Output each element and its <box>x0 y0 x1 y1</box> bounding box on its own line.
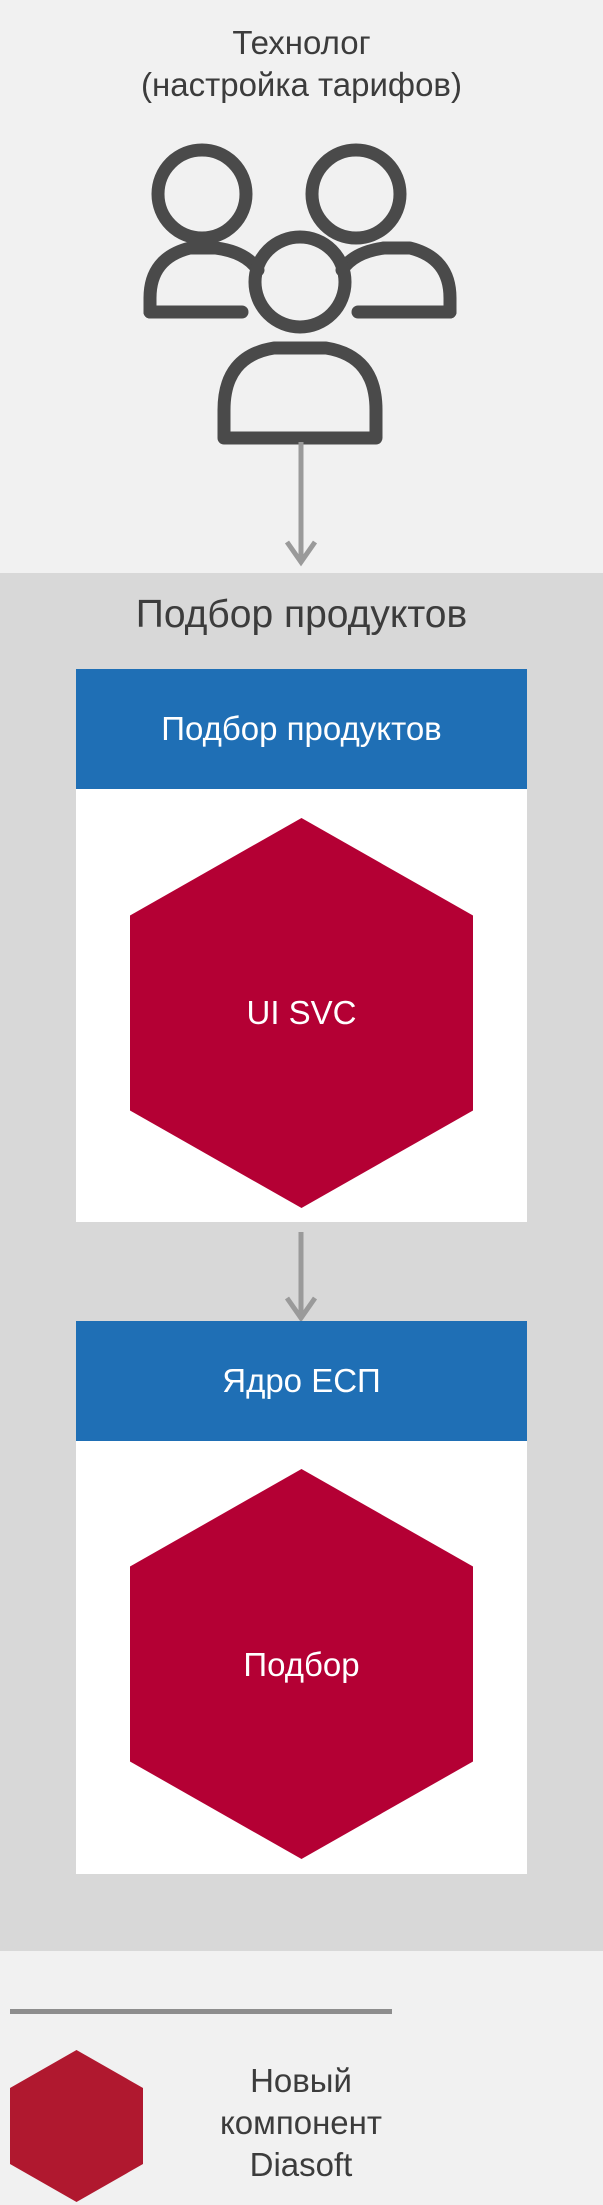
legend-label-line3: Diasoft <box>249 2146 353 2183</box>
hexagon-icon <box>130 818 473 1208</box>
component-header-2: Ядро ЕСП <box>76 1321 527 1441</box>
hexagon-label-1: UI SVC <box>246 994 357 1031</box>
legend-divider <box>10 2009 392 2014</box>
hexagon-icon <box>130 1469 473 1859</box>
legend-label-line2: компонент <box>220 2104 382 2141</box>
users-group-icon <box>143 143 457 445</box>
legend-label-line1: Новый <box>250 2062 352 2099</box>
actor-label: Технолог (настройка тарифов) <box>0 22 603 106</box>
component-header-1: Подбор продуктов <box>76 669 527 789</box>
container-title: Подбор продуктов <box>135 593 468 636</box>
arrow-actor-to-container <box>284 442 318 567</box>
legend-label: Новый компонент Diasoft <box>160 2060 442 2186</box>
legend-hexagon-icon <box>10 2050 143 2202</box>
arrow-ui-to-core <box>284 1232 318 1322</box>
hexagon-label-2: Подбор <box>243 1646 360 1683</box>
actor-label-line1: Технолог <box>232 24 371 61</box>
actor-label-line2: (настройка тарифов) <box>141 66 462 103</box>
